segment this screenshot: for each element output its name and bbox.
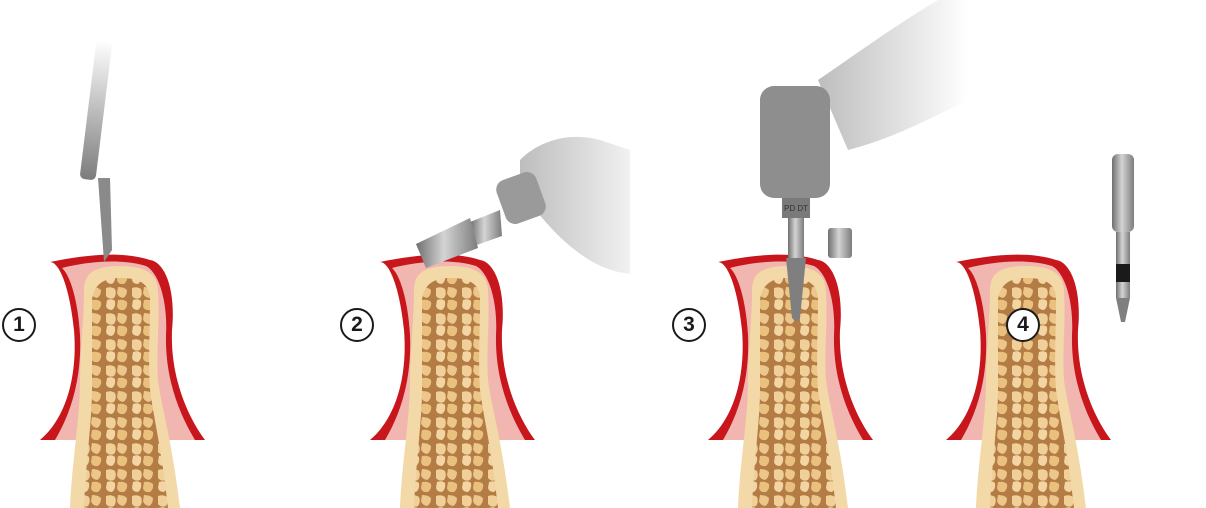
step-number: 2	[351, 313, 363, 337]
step-2-illustration	[330, 0, 630, 508]
step-number: 3	[683, 313, 695, 337]
engraving-text: PD DT	[784, 204, 808, 213]
step-2-panel: 2	[330, 0, 630, 508]
step-4-illustration	[906, 0, 1206, 508]
step-badge-2: 2	[340, 308, 374, 342]
step-number: 1	[13, 313, 25, 337]
step-1-illustration	[0, 0, 300, 508]
drill-shank	[788, 218, 804, 258]
gauge-handle	[1112, 154, 1134, 232]
gauge-shaft-lower	[1116, 282, 1130, 298]
step-badge-4: 4	[1006, 308, 1040, 342]
step-badge-3: 3	[672, 308, 706, 342]
gauge-shaft-upper	[1116, 232, 1130, 264]
step-number: 4	[1017, 313, 1029, 337]
step-4-panel: 4	[906, 0, 1206, 508]
scalpel-blade	[98, 178, 112, 262]
gauge-tip	[1116, 298, 1130, 322]
contra-angle-head	[760, 86, 830, 198]
scalpel-handle	[80, 40, 113, 181]
gauge-depth-mark	[1116, 264, 1130, 282]
step-1-panel: 1	[0, 0, 300, 508]
step-badge-1: 1	[2, 308, 36, 342]
drill-stop	[828, 228, 852, 258]
